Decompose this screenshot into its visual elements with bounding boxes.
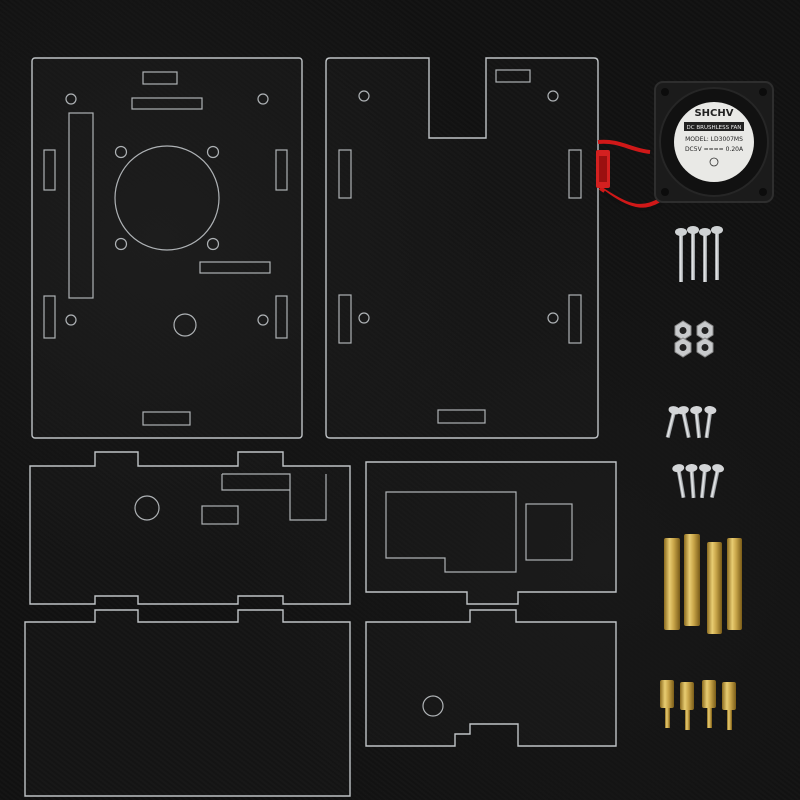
acrylic-top-panel bbox=[31, 57, 303, 439]
acrylic-side-panel-b bbox=[365, 461, 617, 605]
fan-rating: DC5V ==== 0.20A bbox=[685, 146, 744, 153]
fan-brand: SHCHV bbox=[694, 108, 733, 119]
acrylic-end-panel-a bbox=[24, 609, 351, 797]
acrylic-side-panel-a bbox=[29, 451, 351, 605]
acrylic-end-panel-b bbox=[365, 609, 617, 747]
acrylic-bottom-panel bbox=[325, 57, 599, 439]
cooling-fan-icon: SHCHV DC BRUSHLESS FAN MODEL: LD3007MS D… bbox=[596, 81, 774, 211]
short-screws-b bbox=[672, 464, 725, 499]
short-brass-standoffs bbox=[660, 680, 736, 730]
fan-type: DC BRUSHLESS FAN bbox=[687, 125, 742, 131]
brass-standoff-icon bbox=[664, 534, 742, 634]
short-screws-a bbox=[665, 406, 717, 439]
nut-icon bbox=[674, 320, 714, 358]
screw-icon bbox=[675, 226, 723, 282]
fan-model: MODEL: LD3007MS bbox=[685, 136, 743, 143]
